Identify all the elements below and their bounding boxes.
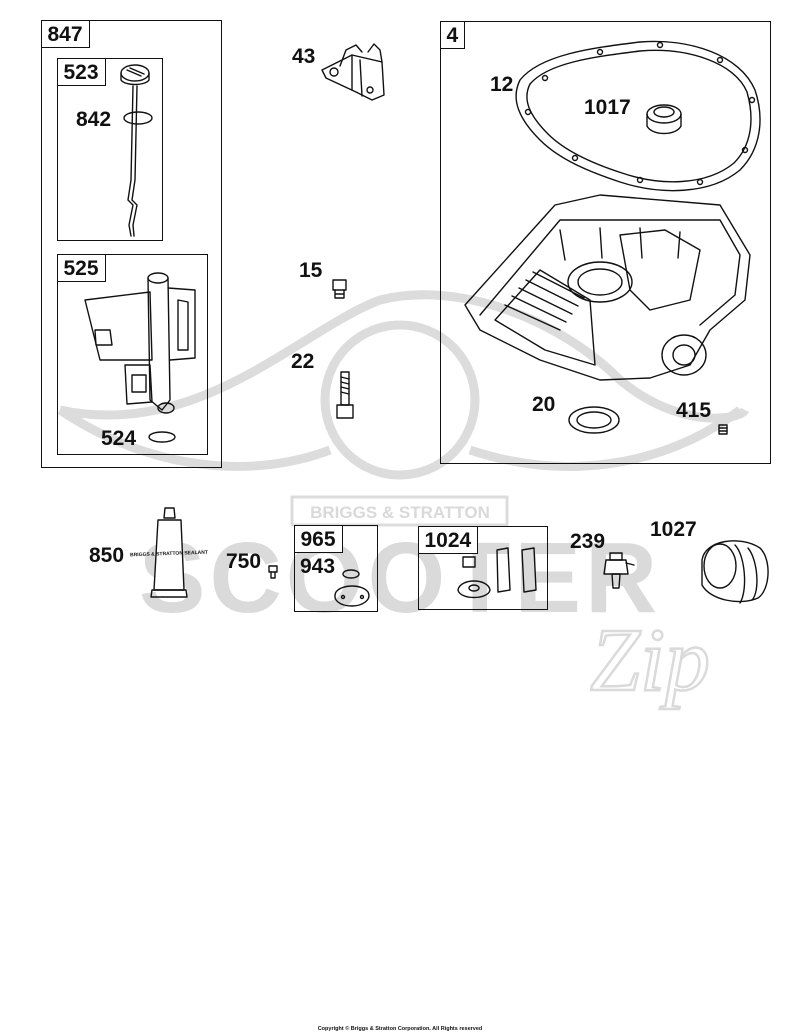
part-239-label: 239 — [570, 530, 606, 553]
plug-15-drawing — [332, 279, 347, 299]
part-943-label: 943 — [300, 555, 336, 578]
o-ring-524-drawing — [148, 431, 176, 443]
copyright-notice: Copyright © Briggs & Stratton Corporatio… — [317, 1026, 483, 1032]
part-524-label: 524 — [101, 427, 137, 450]
kit-525-frame: 525 — [56, 253, 208, 455]
kit-847-frame: 847 — [40, 19, 222, 468]
o-ring-842-drawing — [123, 111, 153, 125]
part-43-label: 43 — [292, 45, 316, 68]
bolt-22-drawing — [336, 371, 354, 419]
sealant-tube-drawing — [150, 507, 188, 598]
kit-523-frame: 523 — [56, 57, 163, 241]
oil-seal-20-drawing — [568, 406, 620, 434]
oil-pressure-switch-drawing — [603, 552, 635, 589]
part-15-label: 15 — [299, 259, 323, 282]
part-850-label: 850 — [89, 544, 125, 567]
sealant-tube-label: BRIGGS & STRATTON SEALANT — [130, 550, 208, 559]
part-842-label: 842 — [76, 108, 112, 131]
part-750-label: 750 — [226, 550, 262, 573]
kit-847-tag: 847 — [40, 19, 90, 48]
kit-1024-tag: 1024 — [417, 525, 479, 554]
cap-1017-drawing — [646, 104, 682, 135]
kit-525-tag: 525 — [56, 253, 106, 282]
part-20-label: 20 — [532, 393, 556, 416]
sump-cover-drawing — [464, 194, 751, 381]
dipstick-tube-drawing — [84, 272, 196, 414]
kit-4-frame: 4 — [439, 20, 771, 464]
kit-4-tag: 4 — [439, 20, 466, 49]
kit-965-frame: 965 — [293, 524, 378, 612]
bracket-43-drawing — [321, 43, 385, 101]
dipstick-drawing — [120, 64, 150, 237]
part-415-label: 415 — [676, 399, 712, 422]
part-1017-label: 1017 — [584, 96, 631, 119]
screw-750-drawing — [268, 565, 278, 579]
kit-965-tag: 965 — [293, 524, 343, 553]
kit-523-tag: 523 — [56, 57, 106, 86]
plug-415-drawing — [718, 424, 728, 435]
part-1027-label: 1027 — [650, 518, 697, 541]
part-22-label: 22 — [291, 350, 315, 373]
part-12-label: 12 — [490, 73, 514, 96]
oil-filter-drawing — [701, 540, 769, 604]
kit-1024-drawing — [457, 547, 537, 599]
cover-943-drawing — [334, 569, 370, 607]
gasket-12-drawing — [515, 40, 761, 192]
kit-1024-frame: 1024 — [417, 525, 548, 610]
